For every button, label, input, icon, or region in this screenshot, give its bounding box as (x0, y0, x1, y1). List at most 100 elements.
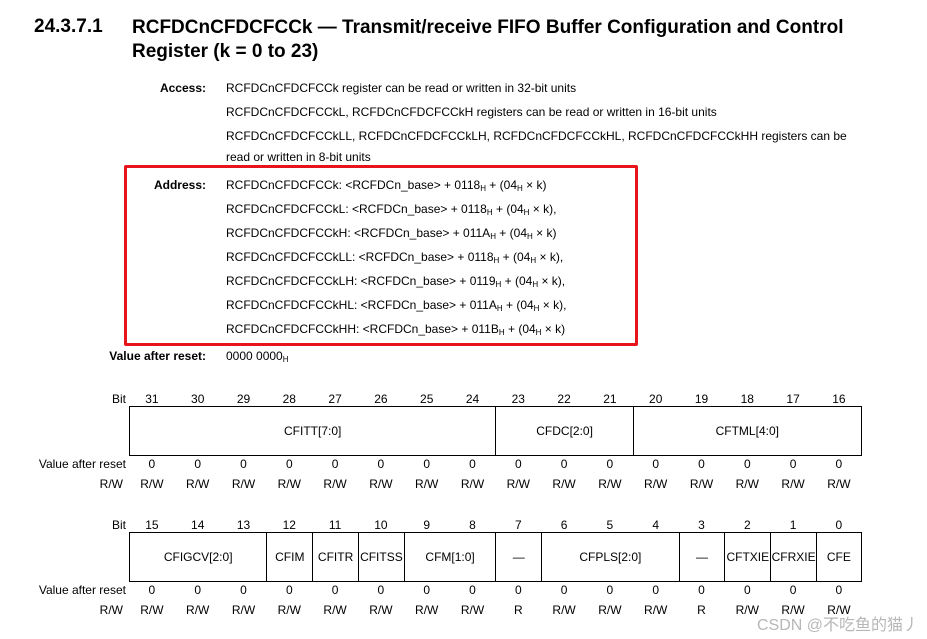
rw-bit-value: R/W (827, 603, 851, 617)
register-field: — (495, 533, 541, 581)
bit-number: 15 (145, 518, 159, 532)
reset-bit-value: 0 (377, 457, 385, 471)
rw-bit-value: R/W (644, 477, 668, 491)
bit-number: 5 (606, 518, 614, 532)
bit-number: 13 (236, 518, 251, 532)
bit-number: 27 (328, 392, 342, 406)
rw-bit-value: R/W (277, 603, 301, 617)
address-line: RCFDCnCFDCFCCkH: <RCFDCn_base> + 011AH +… (226, 226, 557, 241)
rw-bit-value: R/W (369, 477, 393, 491)
rw-bit-value: R/W (598, 477, 622, 491)
address-line: RCFDCnCFDCFCCkLL: <RCFDCn_base> + 0118H … (226, 250, 564, 265)
rw-bit-value: R/W (644, 603, 668, 617)
rw-row-label: R/W (99, 477, 123, 491)
reset-bit-value: 0 (148, 583, 156, 597)
register-field: CFRXIE (770, 533, 816, 581)
rw-bit-value: R/W (140, 477, 164, 491)
bit-number: 8 (469, 518, 476, 532)
bit-row-label: Bit (111, 518, 126, 532)
access-line: RCFDCnCFDCFCCkL, RCFDCnCFDCFCCkH registe… (226, 105, 717, 119)
rw-bit-value: R/W (506, 477, 530, 491)
rw-bit-value: R/W (460, 477, 485, 491)
register-field: CFM[1:0] (403, 533, 496, 581)
rw-bit-value: R/W (277, 477, 301, 491)
watermark: CSDN @不吃鱼的猫丿 (756, 617, 919, 634)
rw-bit-value: R/W (415, 477, 439, 491)
bit-number: 19 (694, 392, 709, 406)
address-line: RCFDCnCFDCFCCkHL: <RCFDCn_base> + 011AH … (226, 298, 567, 313)
reset-bit-value: 0 (194, 457, 202, 471)
register-field-row: CFITT[7:0]CFDC[2:0]CFTML[4:0] (129, 406, 862, 456)
reset-label: Value after reset: (109, 349, 206, 363)
rw-bit-value: R/W (552, 603, 576, 617)
bit-number: 26 (374, 392, 388, 406)
address-line: RCFDCnCFDCFCCkHH: <RCFDCn_base> + 011BH … (226, 322, 566, 337)
bit-number: 14 (191, 518, 205, 532)
reset-bit-value: 0 (743, 457, 751, 471)
rw-bit-value: R/W (827, 477, 851, 491)
reset-bit-value: 0 (423, 583, 431, 597)
register-field: CFTXIE (724, 533, 770, 581)
bit-number: 1 (789, 518, 797, 532)
rw-bit-value: R/W (323, 477, 347, 491)
section-number: 24.3.7.1 (34, 16, 103, 37)
bit-number: 16 (832, 392, 846, 406)
bit-number: 6 (560, 518, 568, 532)
rw-bit-value: R/W (689, 477, 714, 491)
reset-bit-value: 0 (240, 583, 247, 597)
reset-bit-value: 0 (560, 457, 568, 471)
section-title: RCFDCnCFDCFCCk — Transmit/receive FIFO B… (132, 17, 844, 62)
access-label: Access: (159, 81, 206, 95)
rw-bit-value: R/W (140, 603, 164, 617)
reset-bit-value: 0 (835, 583, 843, 597)
rw-bit-value: R/W (231, 603, 256, 617)
bit-number: 28 (282, 392, 296, 406)
bit-number: 31 (145, 392, 159, 406)
register-field: CFIGCV[2:0] (129, 533, 266, 581)
address-line: RCFDCnCFDCFCCkL: <RCFDCn_base> + 0118H +… (226, 202, 557, 217)
register-field: CFPLS[2:0] (541, 533, 678, 581)
reset-bit-value: 0 (331, 583, 339, 597)
rw-bit-value: R/W (186, 603, 210, 617)
rw-bit-value: R/W (552, 477, 576, 491)
rw-bit-value: R/W (231, 477, 256, 491)
reset-bit-value: 0 (514, 583, 522, 597)
access-line: read or written in 8-bit units (226, 150, 371, 164)
bit-number: 29 (236, 392, 251, 406)
reset-row-label: Value after reset (38, 457, 126, 471)
reset-bit-value: 0 (285, 457, 293, 471)
rw-bit-value: R/W (735, 477, 759, 491)
rw-bit-value: R/W (735, 603, 759, 617)
reset-bit-value: 0 (240, 457, 247, 471)
register-field: CFITR (312, 533, 358, 581)
reset-bit-value: 0 (423, 457, 431, 471)
bit-number: 20 (649, 392, 663, 406)
bit-number: 21 (603, 392, 617, 406)
rw-bit-value: R/W (598, 603, 622, 617)
rw-bit-value: R/W (369, 603, 393, 617)
reset-bit-value: 0 (377, 583, 385, 597)
reset-bit-value: 0 (652, 583, 660, 597)
bit-number: 18 (740, 392, 754, 406)
reset-bit-value: 0 (606, 457, 614, 471)
register-field: CFITSS (358, 533, 404, 581)
bit-number: 4 (652, 518, 660, 532)
register-field: CFITT[7:0] (129, 407, 495, 455)
reset-bit-value: 0 (698, 583, 705, 597)
register-field: CFE (816, 533, 862, 581)
reset-bit-value: 0 (194, 583, 202, 597)
bit-number: 30 (191, 392, 205, 406)
reset-bit-value: 0 (469, 457, 476, 471)
rw-bit-value: R (513, 603, 523, 617)
bit-number: 2 (743, 518, 751, 532)
reset-bit-value: 0 (789, 457, 797, 471)
reset-row-label: Value after reset (38, 583, 126, 597)
rw-bit-value: R/W (460, 603, 485, 617)
bit-number: 0 (835, 518, 843, 532)
rw-bit-value: R/W (781, 603, 805, 617)
register-field: CFTML[4:0] (632, 407, 862, 455)
reset-bit-value: 0 (789, 583, 797, 597)
address-line: RCFDCnCFDCFCCk: <RCFDCn_base> + 0118H + … (226, 178, 547, 193)
reset-bit-value: 0 (331, 457, 339, 471)
